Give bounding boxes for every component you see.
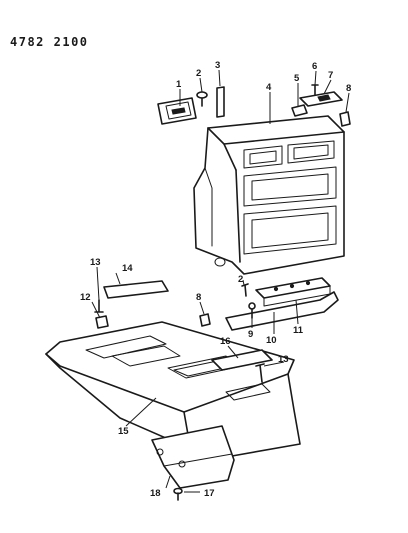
callout-label: 8 [346,83,351,94]
part-top-plate [299,91,343,107]
part-mounting-rail [255,277,331,307]
callout-label: 6 [312,61,317,72]
leader-lines [91,69,350,493]
callout-label: 9 [248,329,253,340]
callout-label: 2 [238,274,243,285]
part-screw-17 [173,487,183,501]
part-screw-8-top [339,111,351,127]
callout-label: 3 [215,60,220,71]
callout-label: 16 [220,336,231,347]
callout-label: 4 [266,82,272,93]
part-lower-bracket [225,291,339,331]
callout-label: 14 [122,263,133,274]
callout-label: 10 [266,335,277,346]
callout-label: 13 [278,354,289,365]
callout-label: 11 [293,325,304,336]
part-screw-2-mid [241,283,249,297]
part-strip [216,86,225,118]
part-screw-13-left [94,299,104,313]
part-clip [291,104,308,117]
callout-labels: 1 2 3 4 5 6 7 8 13 14 12 8 2 9 10 11 16 … [80,60,351,499]
callout-label: 5 [294,73,300,84]
part-armrest-pad [211,349,273,371]
callout-label: 1 [176,79,182,90]
part-clip-12 [95,315,109,329]
part-screw-top [196,91,208,107]
callout-label: 12 [80,292,91,303]
callout-label: 8 [196,292,201,303]
part-screw-8-mid [199,313,211,327]
part-bracket [157,97,197,125]
part-console-housing [193,115,345,275]
callout-label: 18 [150,488,161,499]
part-storage-tray [151,425,235,489]
callout-label: 2 [196,68,201,79]
callout-label: 7 [328,70,333,81]
document-id: 4782 2100 [10,35,89,49]
callout-label: 13 [90,257,101,268]
part-screw-9 [248,302,256,319]
part-trim-strip [103,280,169,299]
part-screw-13-right [255,363,265,383]
callout-label: 15 [118,426,129,437]
callout-label: 17 [204,488,215,499]
